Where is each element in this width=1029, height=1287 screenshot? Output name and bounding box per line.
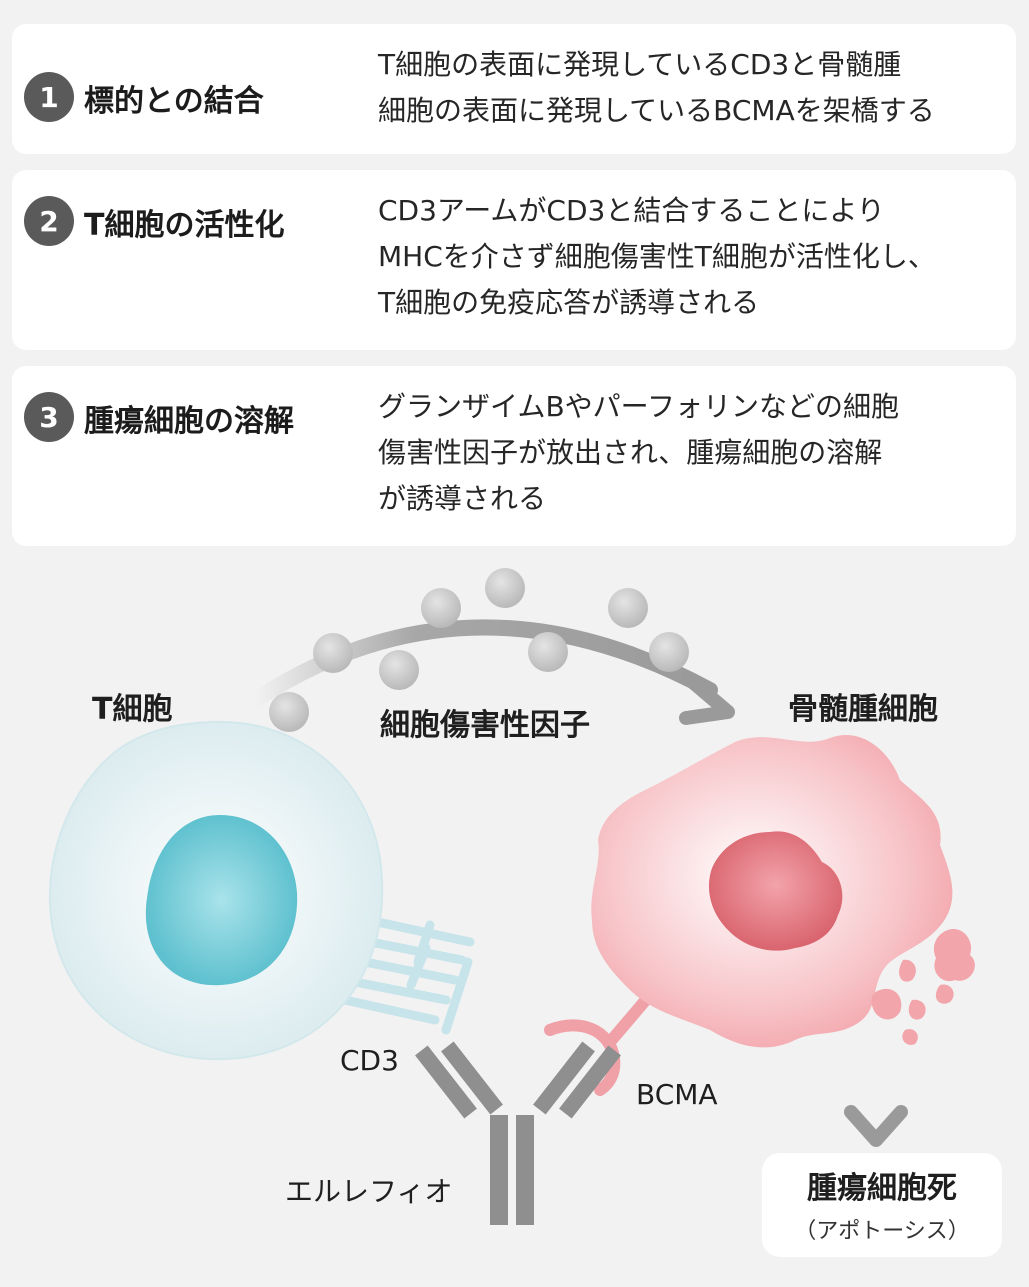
t-cell-label: T細胞 xyxy=(92,692,173,727)
step-description-line: が誘導される xyxy=(378,482,547,515)
step-title: 腫瘍細胞の溶解 xyxy=(84,404,294,439)
result-subtitle: （アポトーシス） xyxy=(794,1219,970,1244)
factor-particle xyxy=(313,633,353,673)
step-card-2: 2 T細胞の活性化 CD3アームがCD3と結合することにより MHCを介さず細胞… xyxy=(12,170,1016,350)
factor-particle xyxy=(528,632,568,672)
step-description: CD3アームがCD3と結合することにより MHCを介さず細胞傷害性T細胞が活性化… xyxy=(378,188,1008,326)
factor-particle xyxy=(608,588,648,628)
bispecific-antibody xyxy=(415,1041,621,1225)
step-card-1: 1 標的との結合 T細胞の表面に発現しているCD3と骨髄腫 細胞の表面に発現して… xyxy=(12,24,1016,154)
cytotoxic-factor-label: 細胞傷害性因子 xyxy=(380,708,590,743)
factor-particle xyxy=(269,692,309,732)
step-title: T細胞の活性化 xyxy=(84,208,285,243)
step-description-line: T細胞の免疫応答が誘導される xyxy=(378,286,760,319)
bcma-label: BCMA xyxy=(636,1078,718,1111)
cd3-label: CD3 xyxy=(340,1044,399,1077)
drug-label: エルレフィオ xyxy=(285,1175,453,1208)
step-description-line: T細胞の表面に発現しているCD3と骨髄腫 xyxy=(378,48,902,81)
step-description-line: 傷害性因子が放出され、腫瘍細胞の溶解 xyxy=(378,436,883,469)
step-number-badge: 3 xyxy=(24,392,74,442)
release-arrow-head xyxy=(679,671,735,725)
step-description: グランザイムBやパーフォリンなどの細胞 傷害性因子が放出され、腫瘍細胞の溶解 が… xyxy=(378,384,1008,522)
release-arrow xyxy=(247,619,718,708)
factor-particle xyxy=(379,650,419,690)
t-cell xyxy=(48,720,384,1061)
myeloma-cell-label: 骨髄腫細胞 xyxy=(788,692,938,727)
cytotoxic-factor-particles xyxy=(269,568,689,732)
result-title: 腫瘍細胞死 xyxy=(807,1171,957,1206)
step-description-line: 細胞の表面に発現しているBCMAを架橋する xyxy=(378,94,935,127)
factor-particle xyxy=(649,632,689,672)
t-cell-nucleus xyxy=(145,815,298,986)
step-description-line: CD3アームがCD3と結合することにより xyxy=(378,194,885,227)
step-number-badge: 1 xyxy=(24,72,74,122)
myeloma-cell xyxy=(591,734,953,1048)
result-arrow-head xyxy=(844,1105,908,1147)
step-description-line: グランザイムBやパーフォリンなどの細胞 xyxy=(378,390,899,423)
myeloma-nucleus xyxy=(708,831,843,951)
step-title: 標的との結合 xyxy=(84,84,264,119)
step-description-line: MHCを介さず細胞傷害性T細胞が活性化し、 xyxy=(378,240,936,273)
result-box: 腫瘍細胞死 （アポトーシス） xyxy=(762,1153,1002,1257)
factor-particle xyxy=(485,568,525,608)
step-description: T細胞の表面に発現しているCD3と骨髄腫 細胞の表面に発現しているBCMAを架橋… xyxy=(378,42,1008,134)
step-number-badge: 2 xyxy=(24,196,74,246)
lysis-fragments xyxy=(871,929,975,1045)
step-card-3: 3 腫瘍細胞の溶解 グランザイムBやパーフォリンなどの細胞 傷害性因子が放出され… xyxy=(12,366,1016,546)
factor-particle xyxy=(421,588,461,628)
